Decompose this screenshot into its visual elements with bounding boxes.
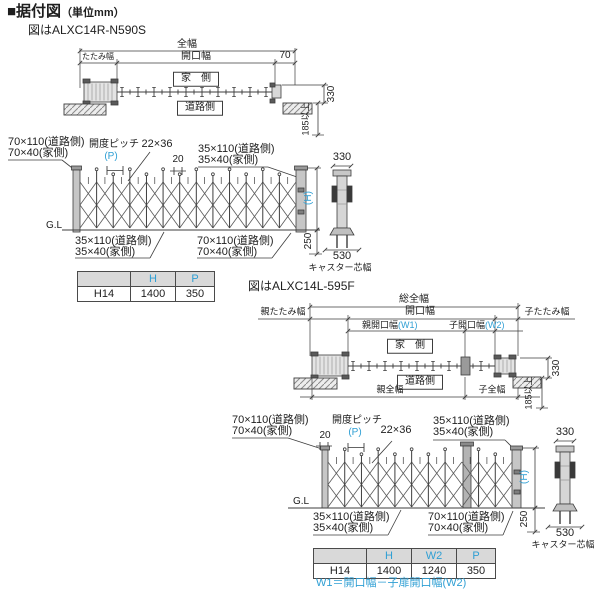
d1-caster-width-label: キャスター芯幅 — [308, 262, 372, 273]
d1-spec-table: H P H14 1400 350 — [77, 271, 215, 302]
d2-child-fold-label: 子たたみ幅 — [524, 306, 570, 317]
d1-th-p: P — [175, 271, 215, 287]
d1-fold-width-label: たたみ幅 — [82, 51, 114, 61]
d2-th-h: H — [366, 548, 412, 564]
diagram2-caption: 図はALXC14L-595F — [248, 279, 355, 293]
d2-child-total-label: 子全幅 — [478, 384, 506, 395]
d1-lattice-size-label: 22×36 — [141, 138, 173, 151]
d2-td-h: 1400 — [366, 563, 412, 579]
d1-right-post-spec-2: 35×40(家側) — [198, 154, 259, 166]
d1-house-side-label: 家 側 — [173, 71, 219, 87]
d2-bottom-right-spec-2: 70×40(家側) — [428, 522, 489, 534]
d1-bottom-right-spec-2: 70×40(家側) — [197, 246, 258, 258]
d1-td-h: 1400 — [130, 286, 176, 302]
d1-pitch-symbol: (P) — [104, 150, 118, 162]
d2-side-post-width-dim: 330 — [555, 426, 575, 439]
d1-left-post-spec-1: 70×110(道路側) — [8, 136, 85, 148]
d1-pitch-label: 開度ピッチ — [89, 138, 139, 150]
d1-road-side-label: 道路側 — [177, 100, 223, 116]
d1-ground-line-label: G.L — [46, 220, 63, 231]
d2-caster-width-label: キャスター芯幅 — [531, 539, 595, 550]
d1-td-p: 350 — [175, 286, 215, 302]
d2-right-post-spec-1: 35×110(道路側) — [433, 415, 510, 427]
d2-top-offset-dim: 20 — [319, 429, 331, 441]
d2-depth-dim: 330 — [550, 359, 562, 377]
d2-parent-total-label: 親全幅 — [376, 384, 404, 395]
d2-bottom-left-spec-1: 35×110(道路側) — [313, 511, 390, 523]
d1-post-offset-dim: 70 — [279, 49, 291, 61]
d1-spec-table-header-row: H P — [77, 271, 215, 287]
w1-formula-note: W1＝開口幅－子扉開口幅(W2) — [316, 577, 467, 589]
d2-bottom-right-spec-1: 70×110(道路側) — [428, 511, 505, 523]
d2-left-post-spec-2: 70×40(家側) — [232, 425, 293, 437]
d2-pitch-symbol: (P) — [348, 426, 362, 438]
d2-parent-opening-label: 親開口幅(W1) — [362, 320, 418, 330]
d2-spec-table-header-row: H W2 P — [313, 548, 496, 564]
d1-opening-width-label: 開口幅 — [181, 50, 211, 62]
d2-caster-width-dim: 530 — [555, 527, 575, 540]
d2-child-opening-text: 子開口幅 — [449, 320, 486, 330]
page-title-unit: （単位mm） — [61, 7, 125, 19]
d1-caster-width-dim: 530 — [332, 250, 352, 263]
d1-top-offset-dim: 20 — [172, 153, 184, 165]
d1-td-model: H14 — [77, 286, 131, 302]
page-title: ■据付図（単位mm） — [7, 4, 125, 20]
d2-total-width-label: 総全幅 — [399, 293, 429, 305]
d2-parent-fold-label: 親たたみ幅 — [260, 306, 306, 317]
d2-child-opening-label: 子開口幅(W2) — [449, 320, 505, 330]
d2-pitch-label: 開度ピッチ — [332, 414, 382, 426]
d2-height-symbol: (H) — [518, 470, 530, 484]
d1-height-symbol: (H) — [302, 191, 314, 205]
d2-td-p: 350 — [456, 563, 496, 579]
d2-parent-opening-symbol: (W1) — [398, 320, 418, 330]
d2-th-blank — [313, 548, 367, 564]
d1-embed-depth-dim: 250 — [302, 232, 314, 250]
d2-child-opening-symbol: (W2) — [485, 320, 505, 330]
d2-spec-table: H W2 P H14 1400 1240 350 — [313, 548, 496, 579]
d1-th-blank — [77, 271, 131, 287]
d1-depth-dim: 330 — [325, 85, 337, 103]
d2-th-p: P — [456, 548, 496, 564]
d1-bottom-left-spec-2: 35×40(家側) — [75, 246, 136, 258]
d2-parent-opening-text: 親開口幅 — [362, 320, 399, 330]
d2-lattice-size-label: 22×36 — [380, 424, 412, 437]
d1-left-post-spec-2: 70×40(家側) — [8, 147, 69, 159]
d1-bottom-right-spec-1: 70×110(道路側) — [197, 235, 274, 247]
d2-bottom-left-spec-2: 35×40(家側) — [313, 522, 374, 534]
diagram1-caption: 図はALXC14R-N590S — [28, 23, 147, 37]
d2-spec-table-data-row: H14 1400 1240 350 — [313, 563, 496, 579]
d1-bottom-left-spec-1: 35×110(道路側) — [75, 235, 152, 247]
d2-opening-width-label: 開口幅 — [405, 305, 435, 317]
d2-ground-line-label: G.L — [293, 496, 310, 507]
d2-td-model: H14 — [313, 563, 367, 579]
d1-spec-table-data-row: H14 1400 350 — [77, 286, 215, 302]
d2-left-post-spec-1: 70×110(道路側) — [232, 414, 309, 426]
page-title-main: ■据付図 — [7, 3, 62, 20]
d2-th-w2: W2 — [411, 548, 457, 564]
d2-clearance-dim: 185以上 — [523, 376, 534, 410]
d2-house-side-label: 家 側 — [387, 338, 433, 354]
d1-total-width-label: 全幅 — [177, 38, 197, 50]
d2-road-side-label: 道路側 — [397, 374, 443, 390]
d1-th-h: H — [130, 271, 176, 287]
d1-side-post-width-dim: 330 — [332, 151, 352, 164]
d2-embed-depth-dim: 250 — [518, 510, 530, 528]
d2-right-post-spec-2: 35×40(家側) — [433, 426, 494, 438]
d1-clearance-dim: 185以上 — [300, 102, 311, 136]
d1-right-post-spec-1: 35×110(道路側) — [198, 143, 275, 155]
